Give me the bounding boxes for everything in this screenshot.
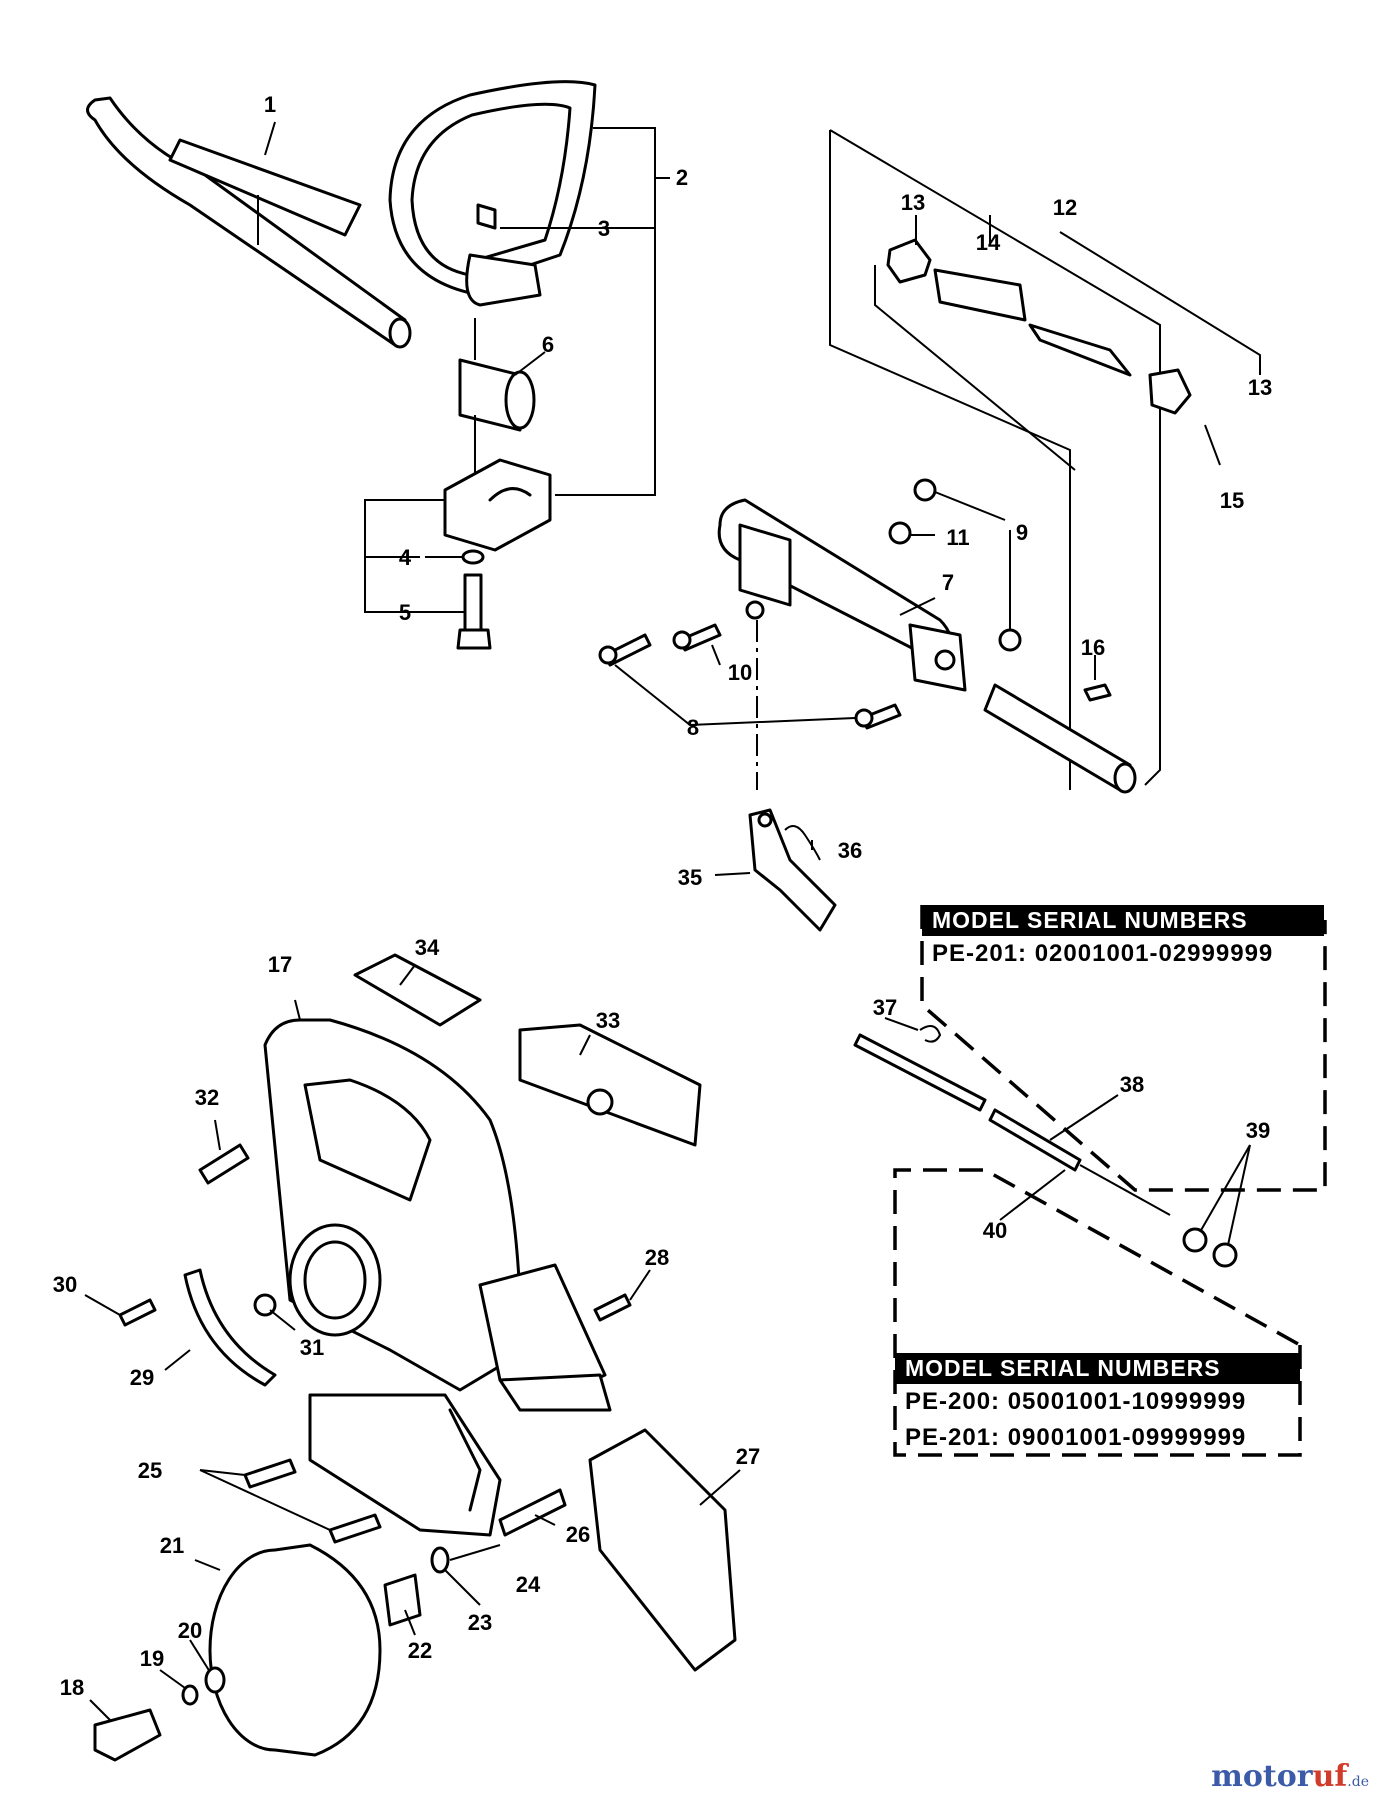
callout-13-upper: 13 (901, 190, 925, 215)
callout-5: 5 (399, 600, 411, 625)
serial-table-lower: MODEL SERIAL NUMBERS PE-200: 05001001-10… (895, 1353, 1300, 1456)
part-22-spacer (383, 1573, 422, 1627)
part-27-shield (588, 1428, 737, 1672)
leader-lines (84, 121, 1261, 1721)
callout-3: 3 (598, 216, 610, 241)
part-16-tube (983, 683, 1137, 794)
callout-17: 17 (268, 952, 292, 977)
callout-11: 11 (946, 525, 969, 550)
callout-labels: 1 2 3 4 5 6 7 8 9 10 11 12 13 13 14 15 1… (53, 92, 1272, 1700)
part-1-handle-tube (86, 96, 412, 349)
part-20-washer (204, 1666, 226, 1694)
part-17-blade-guard (263, 1018, 522, 1392)
callout-35: 35 (678, 865, 702, 890)
callout-34: 34 (415, 935, 440, 960)
part-32-bolt (198, 1143, 250, 1185)
part-5-bolt (456, 573, 492, 650)
callout-29: 29 (130, 1365, 154, 1390)
part-25-bolt-a (243, 1458, 297, 1489)
callout-24: 24 (516, 1572, 541, 1597)
serial-table-lower-row-1: PE-200: 05001001-10999999 (905, 1388, 1247, 1415)
callout-40: 40 (983, 1218, 1007, 1243)
callout-31: 31 (300, 1335, 324, 1360)
part-30-screw (118, 1298, 157, 1327)
callout-28: 28 (645, 1245, 669, 1270)
callout-16: 16 (1081, 635, 1105, 660)
part-8-bolt-b (854, 703, 902, 730)
callout-14: 14 (976, 230, 1001, 255)
part-9-nut-lower (998, 628, 1022, 652)
callout-13-lower: 13 (1248, 375, 1272, 400)
part-28-screw (593, 1293, 632, 1322)
part-35-lever (748, 808, 837, 932)
callout-2: 2 (676, 165, 688, 190)
callout-7: 7 (942, 570, 954, 595)
serial-table-upper: MODEL SERIAL NUMBERS PE-201: 02001001-02… (922, 905, 1324, 972)
serial-table-lower-header: MODEL SERIAL NUMBERS (895, 1353, 1300, 1384)
part-39-nut-a (1182, 1227, 1208, 1253)
callout-4: 4 (399, 545, 412, 570)
part-37-clip (919, 1025, 942, 1043)
part-16-key (1083, 683, 1112, 702)
callout-25: 25 (138, 1458, 162, 1483)
part-25-bolt-b (328, 1513, 382, 1544)
watermark-brand-accent: uf (1312, 1759, 1348, 1794)
lower-clamp (443, 458, 552, 552)
callout-33: 33 (596, 1008, 620, 1033)
serial-box-lower (893, 1168, 1302, 1457)
watermark-brand-main: motor (1211, 1759, 1313, 1794)
callout-22: 22 (408, 1638, 432, 1663)
callout-10: 10 (728, 660, 752, 685)
callout-39: 39 (1246, 1118, 1270, 1143)
part-12-shaft-assembly (829, 129, 1192, 790)
callout-19: 19 (140, 1646, 164, 1671)
callout-23: 23 (468, 1610, 492, 1635)
callout-30: 30 (53, 1272, 77, 1297)
callout-36: 36 (838, 838, 862, 863)
gear-housing-bracket (478, 1263, 612, 1412)
part-24-plate (308, 1393, 502, 1537)
callout-12: 12 (1053, 195, 1077, 220)
part-23-washer (430, 1546, 450, 1574)
callout-20: 20 (178, 1618, 202, 1643)
part-2-loop-handle (388, 80, 597, 307)
callout-18: 18 (60, 1675, 84, 1700)
serial-box-upper (920, 905, 1327, 1192)
callout-32: 32 (195, 1085, 219, 1110)
serial-table-lower-row-2: PE-201: 09001001-09999999 (905, 1424, 1247, 1451)
callout-26: 26 (566, 1522, 590, 1547)
part-19-washer (181, 1684, 199, 1706)
callout-8: 8 (687, 715, 699, 740)
part-29-strap (183, 1268, 277, 1387)
part-26-bolt (498, 1488, 567, 1537)
watermark-brand-tld: .de (1347, 1774, 1369, 1790)
callout-37: 37 (873, 995, 897, 1020)
callout-21: 21 (160, 1533, 184, 1558)
part-8-bolt-a (598, 633, 652, 667)
callout-15: 15 (1220, 488, 1244, 513)
part-33-blade (518, 1023, 702, 1147)
part-10-bolt (672, 623, 722, 652)
part-7-shaft-housing (717, 498, 967, 692)
callout-27: 27 (736, 1444, 760, 1469)
part-36-spring (784, 825, 821, 861)
serial-table-upper-header: MODEL SERIAL NUMBERS (922, 905, 1324, 936)
callout-9: 9 (1016, 520, 1028, 545)
callout-6: 6 (542, 332, 554, 357)
part-34-label (353, 953, 482, 1027)
part-11-nut (888, 521, 912, 545)
part-21-wheel (208, 1543, 382, 1757)
part-39-nut-b (1212, 1242, 1238, 1268)
part-4-washer (461, 549, 485, 565)
serial-table-upper-row: PE-201: 02001001-02999999 (932, 940, 1274, 967)
part-38-cable (853, 1033, 1171, 1216)
part-9-nut-upper (913, 478, 937, 502)
callout-38: 38 (1120, 1072, 1144, 1097)
callout-1: 1 (264, 92, 276, 117)
watermark-logo: motoruf.de (1211, 1759, 1369, 1794)
part-18-knob (93, 1708, 162, 1762)
